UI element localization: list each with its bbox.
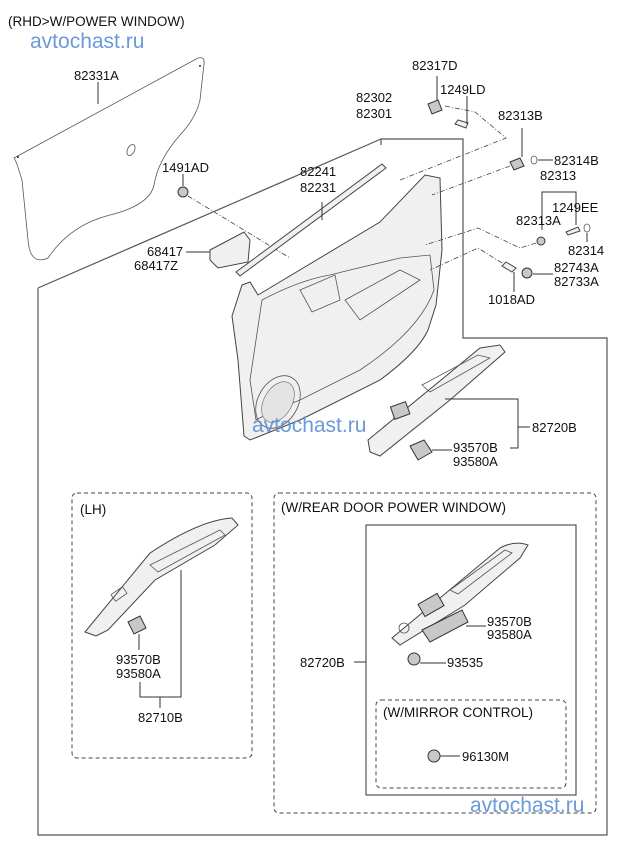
label-82313: 82313 [540,168,576,183]
watermark-middle: avtochast.ru [252,414,366,437]
rear-assembly-box [365,524,577,796]
dashed-1249LD [399,105,507,181]
rear-inset-title: (W/REAR DOOR POWER WINDOW) [281,500,506,515]
frame-diagonal [37,138,382,289]
lh-armrest [84,517,239,637]
armrest-grip [421,354,492,393]
label-93535: 93535 [447,655,483,670]
rear-window-inset-frame [273,492,597,814]
label-82331A: 82331A [74,68,119,83]
lh-label-93570B: 93570B [116,652,161,667]
cap-82313B [509,157,525,171]
label-68417Z: 68417Z [134,258,178,273]
label-82313B: 82313B [498,108,543,123]
label-96130M: 96130M [462,749,509,764]
mirror-switch-96130M [427,749,441,763]
label-68417: 68417 [147,244,183,259]
label-93570B: 93570B [453,440,498,455]
label-1491AD: 1491AD [162,160,209,175]
label-82302: 82302 [356,90,392,105]
watermark-bottom: avtochast.ru [470,794,584,817]
rear-switch-93570B [421,609,469,643]
switch-on-armrest [389,400,411,420]
dashed-82313A [424,227,537,249]
screw-1018AD [501,261,517,273]
washer-82314 [583,223,591,233]
label-82301: 82301 [356,106,392,121]
label-82314: 82314 [568,243,604,258]
label-1018AD: 1018AD [488,292,535,307]
bracket-68417 [209,231,251,269]
mirror-inset-title: (W/MIRROR CONTROL) [383,705,533,720]
rear-label-93570B: 93570B [487,614,532,629]
rear-label-93580A: 93580A [487,627,532,642]
cap-82743A [521,267,533,279]
dashed-82313B [431,165,511,196]
lh-label-82710B: 82710B [138,710,183,725]
clip-1491AD [177,186,189,198]
door-trim-panel [231,174,443,441]
screw-1249EE [565,226,581,236]
lh-inset-title: (LH) [80,502,106,517]
bracket-82313 [541,191,577,230]
rear-label-82720B: 82720B [300,655,345,670]
diagram-title: (RHD>W/POWER WINDOW) [8,14,185,29]
label-93580A: 93580A [453,454,498,469]
mirror-inset-frame [375,699,567,789]
label-82733A: 82733A [554,274,599,289]
washer-82314B [530,155,538,165]
label-82720B: 82720B [532,420,577,435]
label-82241: 82241 [300,164,336,179]
label-82743A: 82743A [554,260,599,275]
label-1249EE: 1249EE [552,200,599,215]
label-82314B: 82314B [554,153,599,168]
main-assembly-frame [37,138,608,836]
label-82313A: 82313A [516,213,561,228]
belt-weatherstrip [235,163,387,277]
watermark-top: avtochast.ru [30,30,144,53]
screw-1249LD [454,119,469,129]
switch-93570B [409,439,433,461]
label-1249LD: 1249LD [440,82,486,97]
lh-switch-93570B [127,615,147,635]
rear-armrest [391,542,529,646]
dashed-1018AD [429,247,503,271]
lh-label-93580A: 93580A [116,666,161,681]
label-82317D: 82317D [412,58,458,73]
armrest-82720B [367,344,506,457]
lh-inset-frame [71,492,253,759]
bracket-82317D [427,99,443,115]
door-insulation-pad [13,57,205,261]
label-82231: 82231 [300,180,336,195]
bracket-82720B [445,398,519,449]
cap-82313A [536,236,546,246]
switch-93535 [407,652,421,666]
